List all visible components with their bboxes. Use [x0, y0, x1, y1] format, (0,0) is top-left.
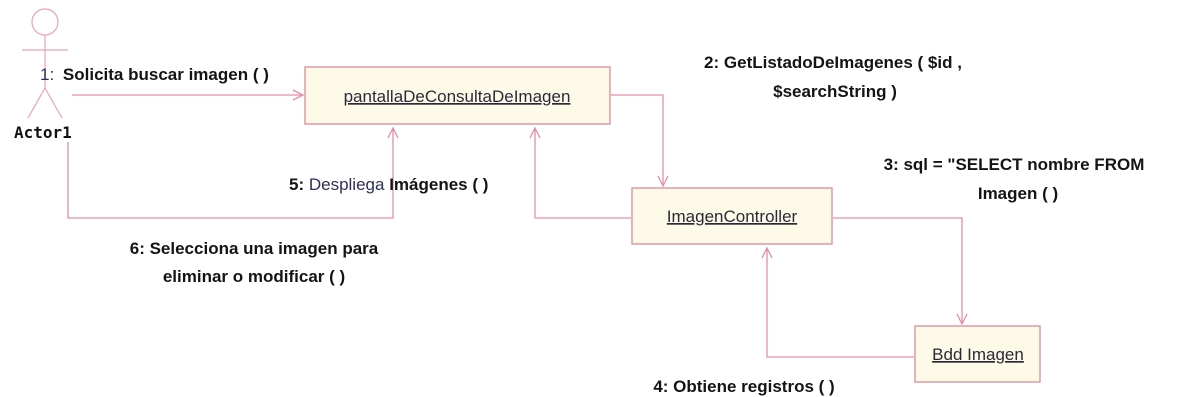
message-1-number: 1: — [40, 65, 54, 84]
message-3-line-1: 3: sql = "SELECT nombre FROM — [884, 155, 1145, 174]
message-5-label: 5: Despliega Imágenes ( ) — [289, 175, 488, 194]
message-links — [67, 94, 962, 358]
object-bdd-imagen[interactable]: Bdd Imagen — [914, 325, 1041, 383]
message-4-label: 4: Obtiene registros ( ) — [653, 377, 834, 396]
message-6-line-1: 6: Selecciona una imagen para — [130, 239, 379, 258]
link-pantalla-to-controller — [611, 94, 663, 186]
message-2-line-2: $searchString ) — [773, 82, 897, 101]
message-5-rest: Imágenes ( ) — [389, 175, 488, 194]
actor-label: Actor1 — [14, 123, 72, 142]
link-controller-to-bdd — [833, 217, 962, 324]
message-5-number: 5: — [289, 175, 309, 194]
object-imagen-controller-label: ImagenController — [667, 207, 798, 226]
link-actor-select-image — [67, 128, 393, 219]
message-2-line-1: 2: GetListadoDeImagenes ( $id , — [704, 53, 962, 72]
object-bdd-imagen-label: Bdd Imagen — [932, 345, 1024, 364]
object-imagen-controller[interactable]: ImagenController — [631, 187, 833, 245]
object-pantalla-label: pantallaDeConsultaDeImagen — [344, 87, 571, 106]
link-bdd-to-controller — [767, 248, 914, 358]
message-6-line-2: eliminar o modificar ( ) — [163, 267, 345, 286]
actor-stick-figure-icon — [22, 8, 68, 119]
message-1-label: 1: Solicita buscar imagen ( ) — [40, 65, 269, 84]
message-5-verb: Despliega — [309, 175, 385, 194]
message-3-line-2: Imagen ( ) — [978, 184, 1058, 203]
link-controller-to-pantalla — [535, 128, 631, 219]
message-1-text: Solicita buscar imagen ( ) — [63, 65, 269, 84]
object-pantalla-de-consulta[interactable]: pantallaDeConsultaDeImagen — [304, 66, 611, 125]
